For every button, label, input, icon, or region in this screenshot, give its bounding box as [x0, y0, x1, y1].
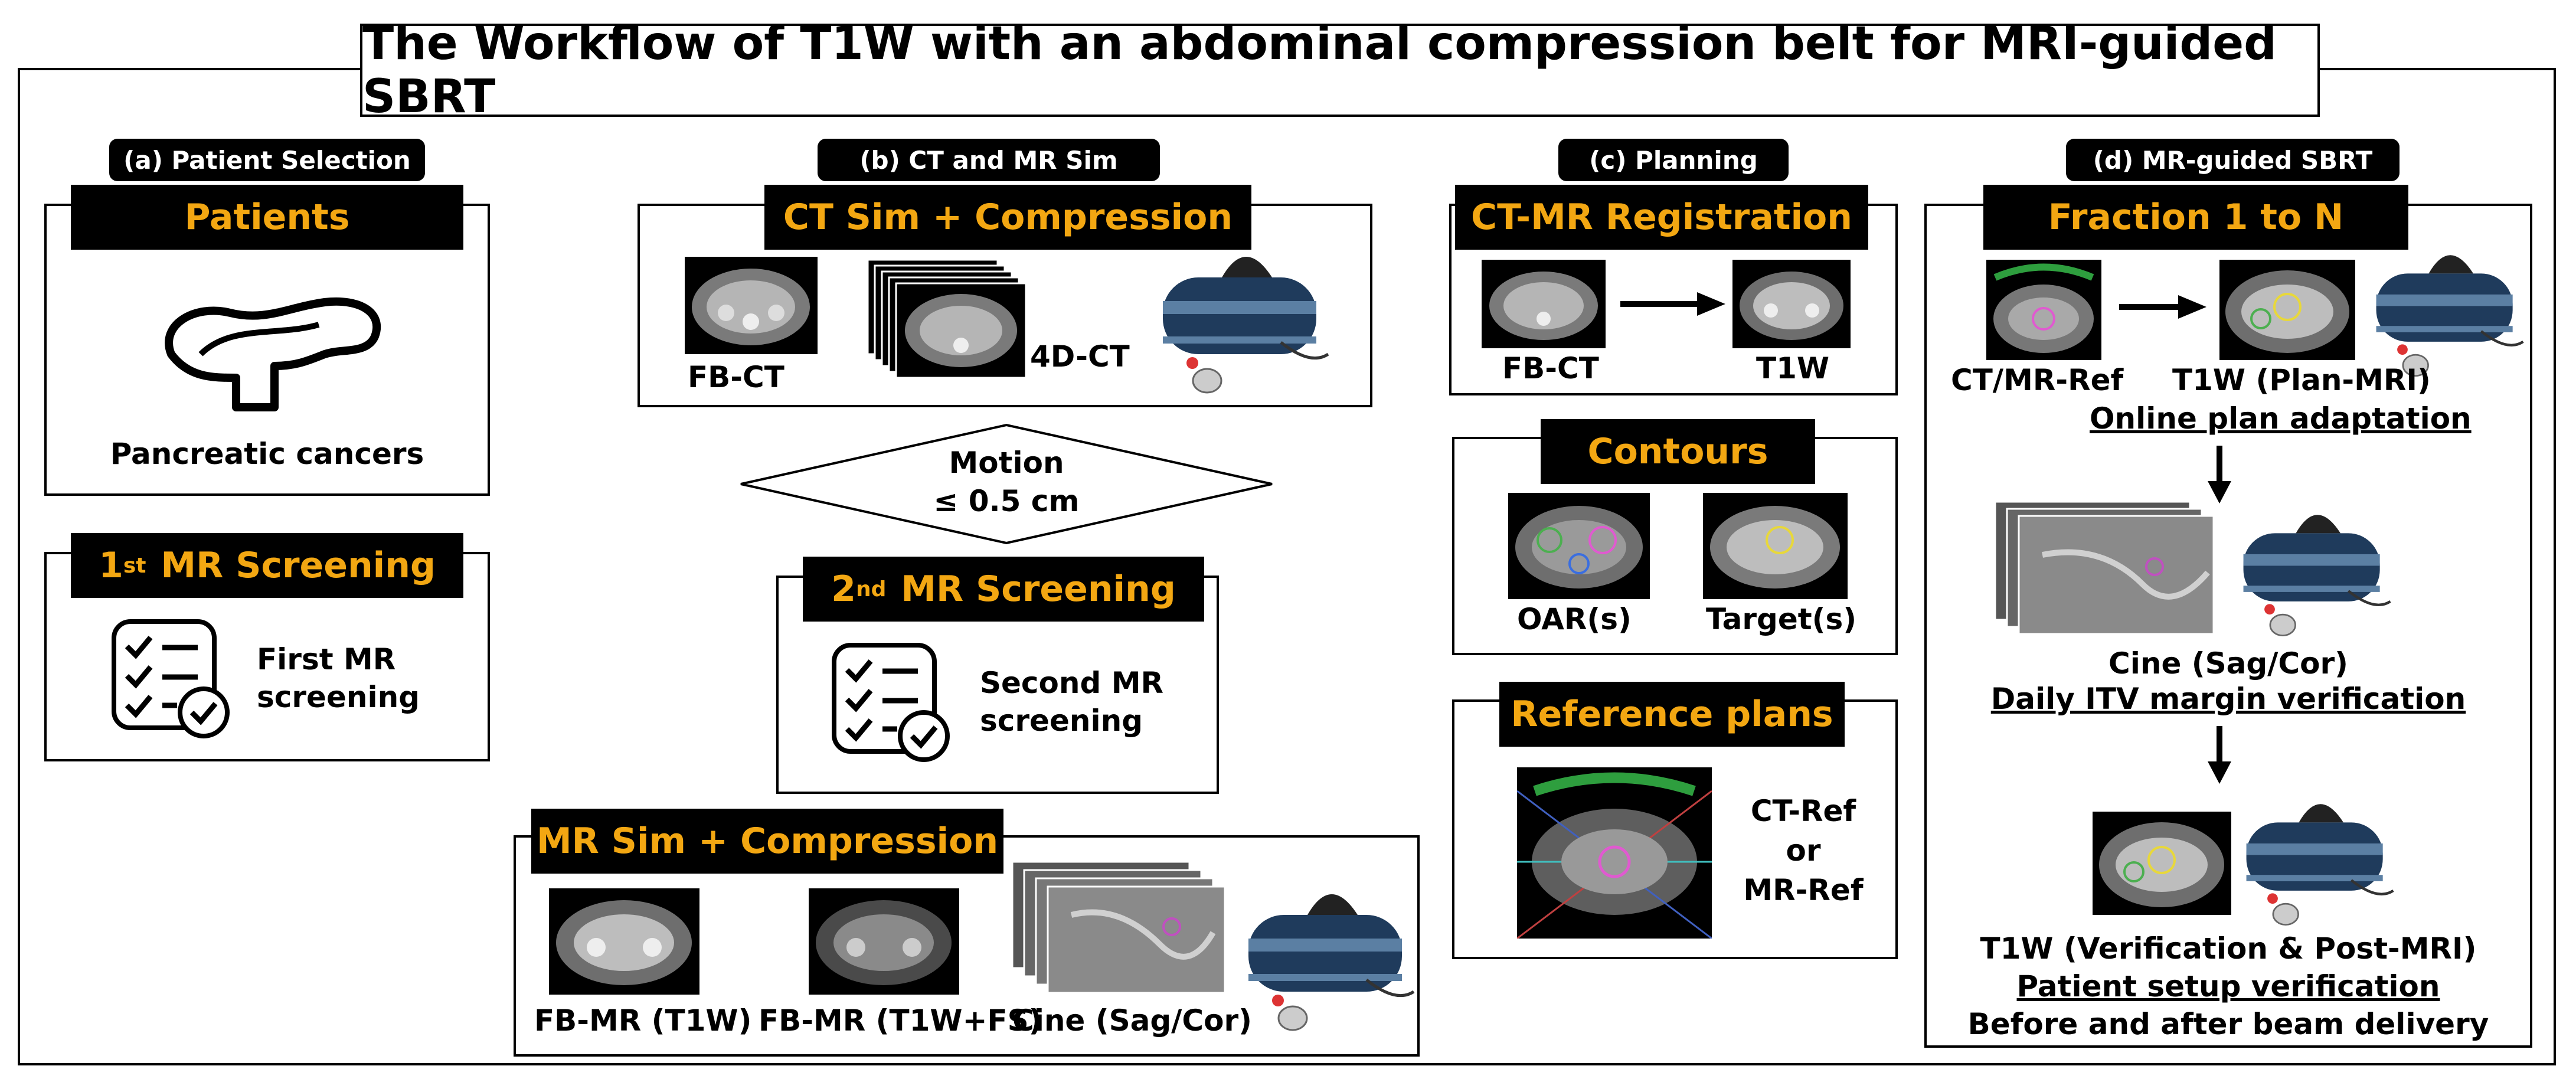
section-a-label: (a) Patient Selection [109, 139, 425, 181]
refplans-line3: MR-Ref [1743, 873, 1864, 907]
patients-header: Patients [71, 185, 463, 250]
fbct-image [685, 257, 818, 354]
refplan-image [1517, 767, 1712, 939]
itv-verification-label: Daily ITV margin verification [1990, 682, 2466, 716]
contours-header: Contours [1541, 419, 1815, 484]
section-b-label: (b) CT and MR Sim [818, 139, 1160, 181]
refplans-header: Reference plans [1499, 682, 1845, 747]
second-screening-line1: Second MR [980, 666, 1163, 700]
refplans-line2: or [1786, 833, 1821, 868]
ctsim-fbct-label: FB-CT [688, 360, 784, 394]
section-d-label: (d) MR-guided SBRT [2066, 139, 2400, 181]
first-screening-line1: First MR [257, 642, 396, 676]
fourdct-stack-image [868, 260, 1027, 379]
cine-label: Cine (Sag/Cor) [2108, 646, 2348, 681]
mrsim-fbmr-label: FB-MR (T1W) [534, 1003, 752, 1038]
t1wver-label: T1W (Verification & Post-MRI) [1980, 931, 2477, 966]
down-arrow-2 [2208, 726, 2231, 784]
target-image [1703, 493, 1848, 599]
registration-header: CT-MR Registration [1455, 185, 1868, 250]
ctsim-header: CT Sim + Compression [764, 185, 1251, 250]
reg-fbct-label: FB-CT [1502, 351, 1599, 385]
compression-belt-icon-2 [1248, 894, 1415, 1031]
checklist-icon [112, 619, 230, 738]
first-screening-text: MR Screening [161, 545, 436, 586]
t1wplan-image [2219, 260, 2355, 360]
motion-line2: ≤ 0.5 cm [933, 484, 1080, 518]
fbmr-image [549, 888, 699, 995]
fbmrfs-image [809, 888, 959, 995]
first-screening-num: 1 [99, 545, 123, 586]
compression-belt-icon-3 [2376, 255, 2524, 377]
motion-diamond [740, 423, 1273, 545]
reg-t1w-label: T1W [1756, 351, 1830, 385]
adapt-arrow [2119, 295, 2206, 319]
compression-belt-icon-5 [2246, 804, 2394, 926]
ctmrref-image [1986, 260, 2101, 360]
diagram-title: The Workflow of T1W with an abdominal co… [360, 17, 2320, 123]
cine-stack-image [1012, 862, 1226, 994]
compression-belt-icon-4 [2243, 515, 2391, 636]
t1wplan-label: T1W (Plan-MRI) [2172, 363, 2431, 397]
reg-t1w-image [1732, 260, 1851, 348]
mrsim-cine-label: Cine (Sag/Cor) [1012, 1003, 1252, 1038]
refplans-line1: CT-Ref [1750, 794, 1856, 828]
second-screening-sup: nd [855, 577, 887, 601]
mrsim-fbmrfs-label: FB-MR (T1W+FS) [759, 1003, 1042, 1038]
reg-fbct-image [1482, 260, 1606, 348]
beam-delivery-label: Before and after beam delivery [1967, 1007, 2489, 1041]
ctmrref-label: CT/MR-Ref [1951, 363, 2124, 397]
mrsim-header: MR Sim + Compression [531, 809, 1003, 874]
second-screening-line2: screening [980, 704, 1143, 738]
oar-image [1508, 493, 1650, 599]
t1wver-image [2093, 812, 2231, 915]
pancreas-icon [165, 297, 381, 411]
second-screening-num: 2 [831, 568, 856, 610]
down-arrow-1 [2208, 446, 2231, 504]
compression-belt-icon [1163, 257, 1329, 394]
second-screening-text: MR Screening [901, 568, 1176, 610]
fraction-header: Fraction 1 to N [1983, 185, 2408, 250]
ctsim-4dct-label: 4D-CT [1030, 339, 1130, 374]
first-screening-sup: st [123, 553, 146, 578]
cine-image [1995, 502, 2215, 635]
patients-caption: Pancreatic cancers [110, 437, 424, 471]
section-c-label: (c) Planning [1558, 139, 1789, 181]
checklist-icon-2 [832, 643, 950, 762]
first-screening-line2: screening [257, 680, 420, 714]
oar-label: OAR(s) [1517, 602, 1632, 636]
motion-line1: Motion [949, 446, 1064, 480]
target-label: Target(s) [1706, 602, 1857, 636]
online-adaptation-label: Online plan adaptation [2090, 401, 2472, 436]
reg-arrow [1620, 292, 1725, 316]
setup-verification-label: Patient setup verification [2016, 969, 2440, 1003]
